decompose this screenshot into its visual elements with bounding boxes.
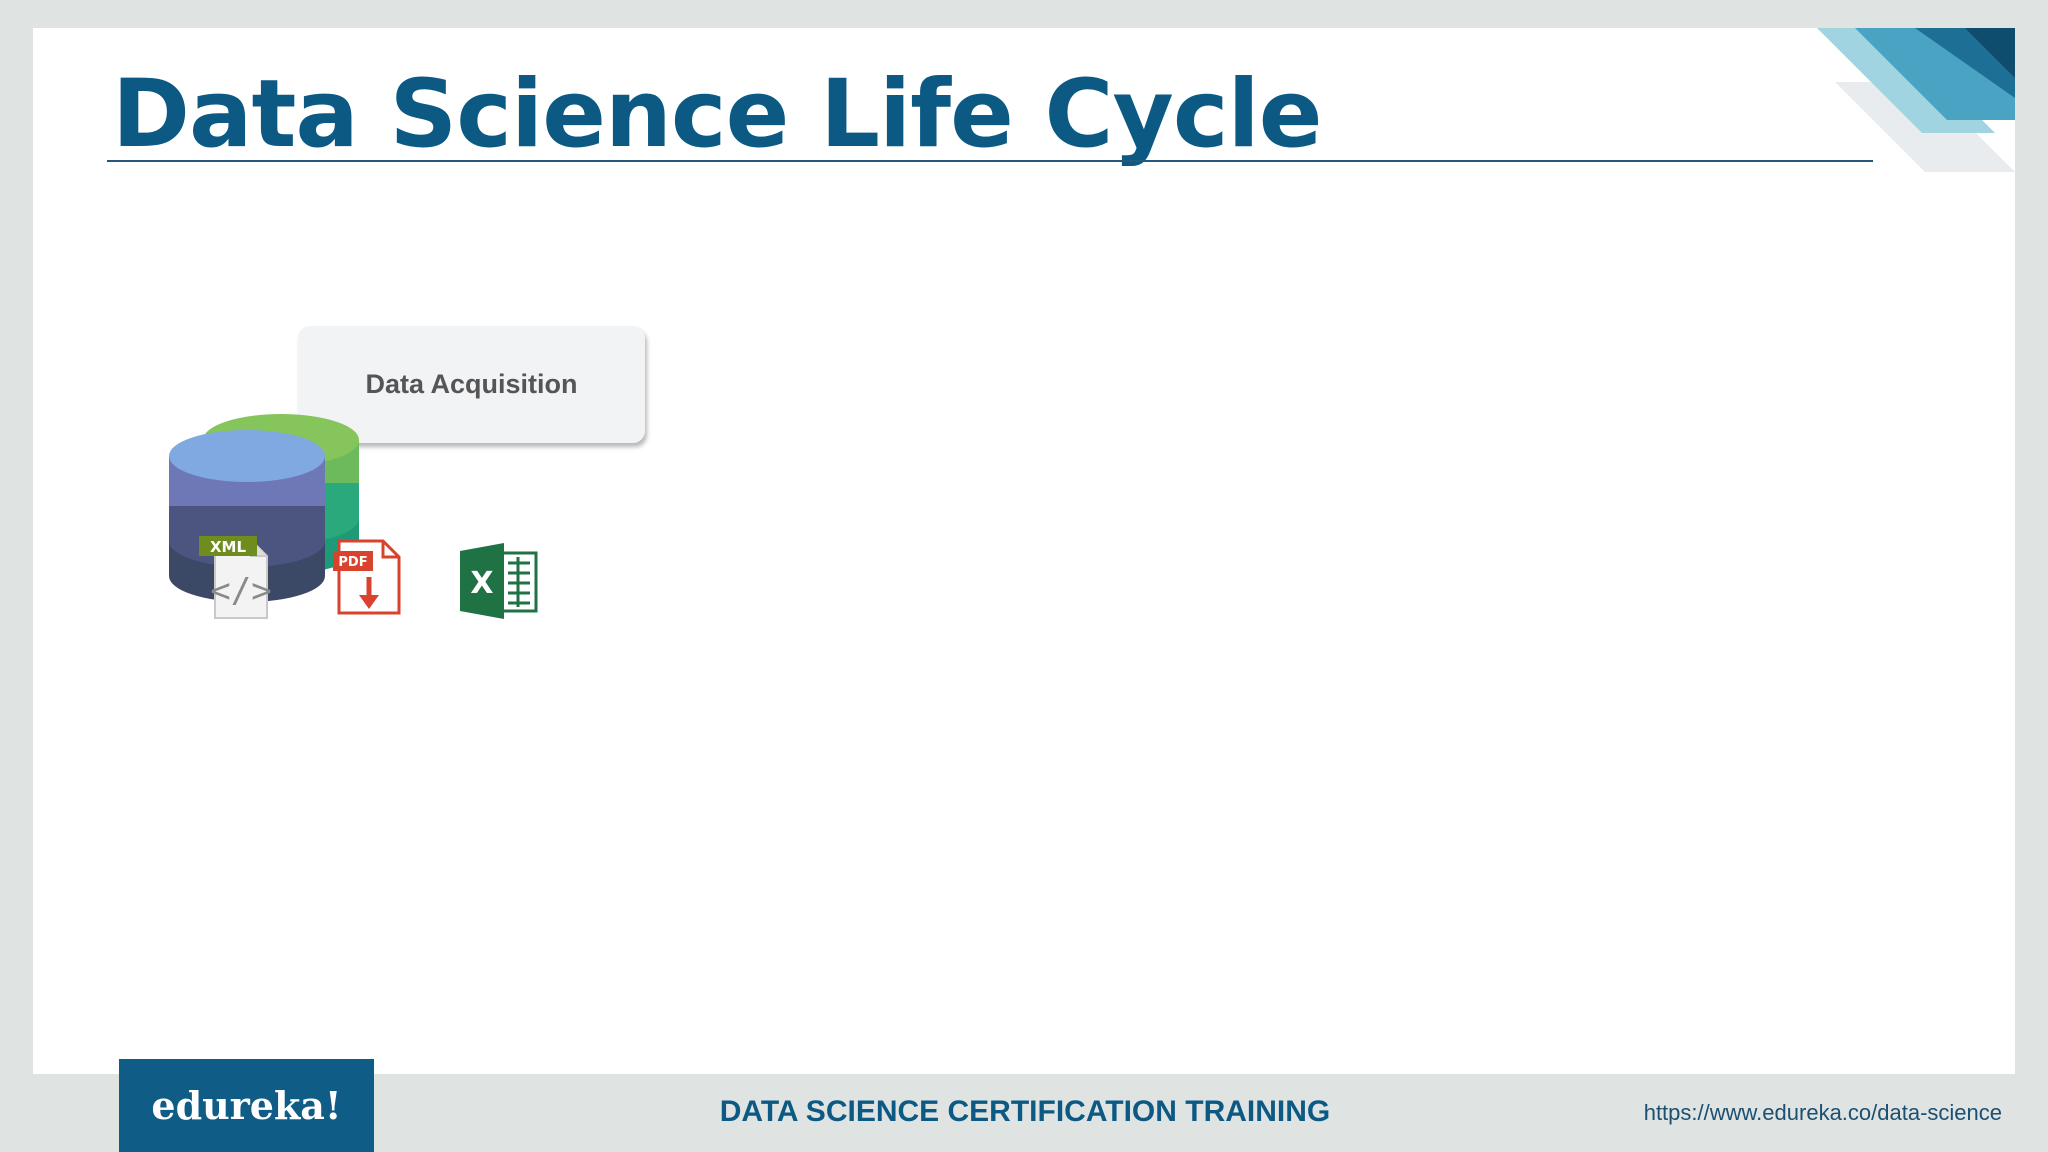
corner-decoration (1817, 28, 2015, 172)
stage-label: Data Acquisition (365, 369, 578, 399)
xml-file-icon: XML </> (199, 536, 272, 619)
edureka-logo[interactable]: edureka! (119, 1059, 374, 1152)
data-acquisition-stage[interactable]: Data Acquisition (298, 326, 645, 443)
course-title: DATA SCIENCE CERTIFICATION TRAINING (719, 1095, 1331, 1128)
slide-title: Data Science Life Cycle (112, 60, 1323, 169)
course-url-link[interactable]: https://www.edureka.co/data-science (1643, 1100, 2002, 1125)
pdf-file-icon: PDF (333, 539, 401, 615)
excel-file-icon: X (460, 543, 538, 619)
svg-text:</>: </> (210, 571, 271, 611)
pdf-badge-label: PDF (338, 555, 367, 570)
xml-badge-label: XML (210, 538, 246, 556)
title-underline (107, 160, 1873, 162)
brand-name: edureka! (151, 1083, 342, 1128)
slide-canvas: Data Science Life Cycle Data Acquisition… (33, 28, 2015, 1074)
excel-badge-label: X (470, 566, 493, 601)
